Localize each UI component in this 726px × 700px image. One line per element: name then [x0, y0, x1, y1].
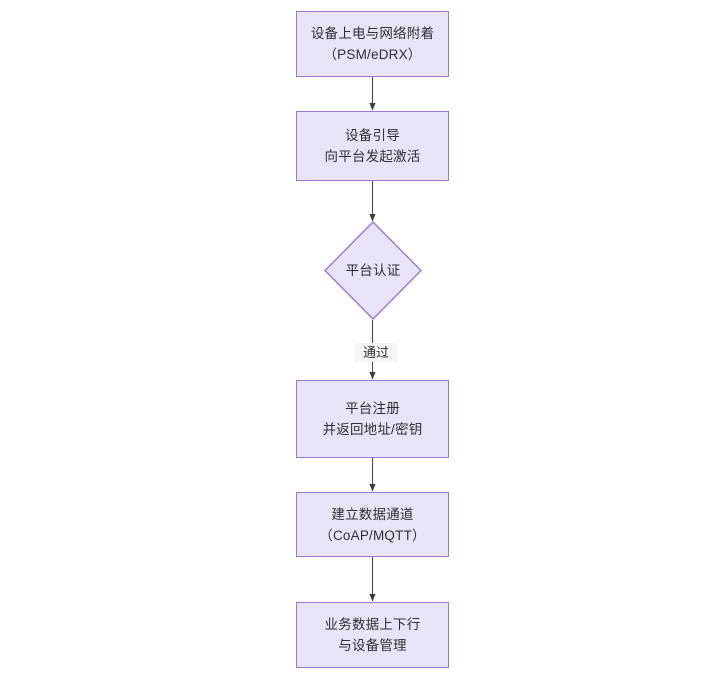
- node-label-line2: 并返回地址/密钥: [322, 422, 423, 437]
- flow-node-platform-auth-decision[interactable]: 平台认证: [324, 221, 422, 320]
- flow-node-device-bootstrap[interactable]: 设备引导 向平台发起激活: [296, 111, 449, 181]
- node-label-line1: 平台认证: [345, 262, 401, 278]
- flow-node-business-data[interactable]: 业务数据上下行 与设备管理: [296, 602, 449, 668]
- node-label-line2: 向平台发起激活: [324, 149, 421, 164]
- node-label-line1: 业务数据上下行: [324, 617, 421, 632]
- node-label-line2: （PSM/eDRX）: [323, 47, 422, 62]
- node-label-line1: 设备上电与网络附着: [310, 26, 435, 41]
- node-label-line2: 与设备管理: [338, 638, 407, 653]
- flow-node-platform-register[interactable]: 平台注册 并返回地址/密钥: [296, 380, 449, 458]
- flow-node-device-power-on[interactable]: 设备上电与网络附着 （PSM/eDRX）: [296, 11, 449, 77]
- node-label-line1: 平台注册: [345, 401, 400, 416]
- diamond-shape-icon: [324, 221, 422, 320]
- node-label-line1: 设备引导: [345, 128, 400, 143]
- flow-node-data-channel[interactable]: 建立数据通道 （CoAP/MQTT）: [296, 492, 449, 557]
- node-label-line1: 建立数据通道: [331, 506, 414, 522]
- edge-label-pass: 通过: [354, 343, 398, 362]
- node-label-line2: （CoAP/MQTT）: [319, 527, 426, 543]
